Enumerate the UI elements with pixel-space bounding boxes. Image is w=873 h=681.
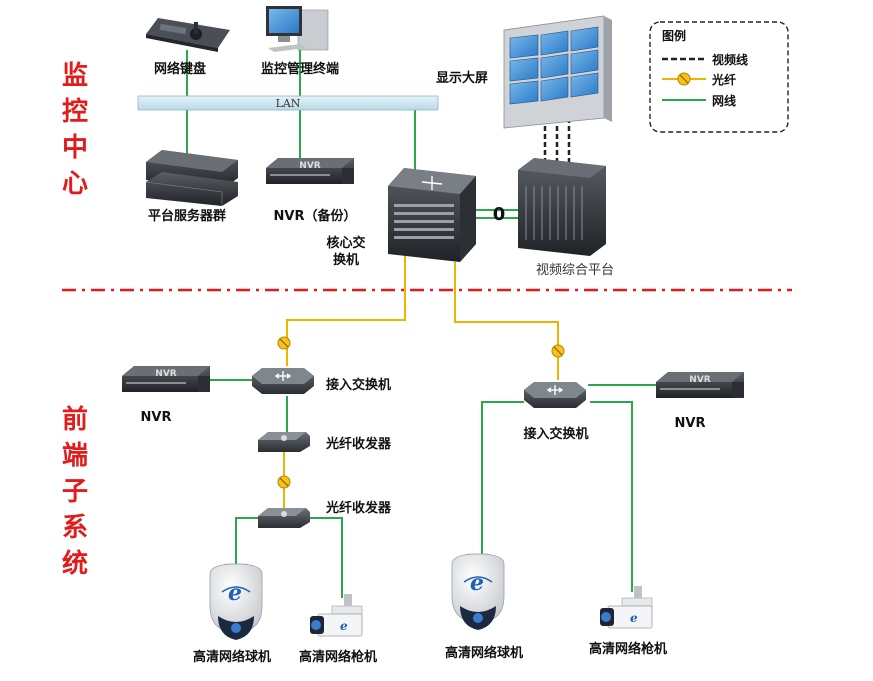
fiber-marker-icon [277, 475, 291, 489]
connections [186, 50, 658, 598]
device-label: 高清网络球机 [445, 645, 523, 661]
device-label: 高清网络枪机 [299, 649, 377, 665]
fiber-marker-icon [277, 336, 291, 350]
legend-label: 光纤 [711, 72, 736, 87]
transceiver-icon [258, 508, 310, 528]
dome-camera-icon [209, 563, 263, 641]
device-label: 显示大屏 [436, 70, 488, 86]
device-label: 高清网络枪机 [589, 641, 667, 657]
switch-icon [523, 381, 587, 409]
section-char: 系 [62, 513, 88, 543]
legend-label: 视频线 [712, 52, 748, 67]
legend-title: 图例 [662, 28, 686, 43]
device-label: 平台服务器群 [148, 208, 226, 224]
lan-label: LAN [276, 97, 301, 110]
left-bullet-camera: 高清网络枪机 [299, 593, 377, 665]
link-marker: 0 [493, 204, 506, 225]
section-char: 端 [62, 441, 88, 471]
fiber-transceiver-2: 光纤收发器 [258, 500, 392, 528]
nvr-badge: NVR [299, 161, 320, 171]
lan-bus: LAN [137, 95, 439, 111]
left-access-switch-device: 接入交换机 [251, 367, 391, 395]
bullet-camera-icon [309, 593, 363, 637]
device-label: NVR [141, 410, 172, 425]
fiber-transceiver-1: 光纤收发器 [258, 432, 392, 452]
section-title-frontend: 前 端 子 系 统 [62, 404, 88, 579]
right-dome-camera: 高清网络球机 [445, 553, 523, 661]
transceiver-icon [258, 432, 310, 452]
server-icon [145, 150, 238, 206]
device-label: 监控管理终端 [261, 61, 339, 77]
nvr-backup-device: NVR NVR（备份） [266, 158, 356, 224]
device-label: 光纤收发器 [325, 500, 392, 516]
device-label: 接入交换机 [523, 426, 588, 442]
right-bullet-camera: 高清网络枪机 [589, 585, 667, 657]
keyboard-icon [146, 18, 230, 52]
section-char: 子 [62, 477, 88, 507]
bullet-camera-icon [599, 585, 653, 629]
network-keyboard-device: 网络键盘 [146, 18, 230, 77]
section-char: 中 [62, 133, 88, 163]
platform-chassis-icon [518, 158, 606, 256]
computer-icon [266, 6, 329, 52]
device-label: 光纤收发器 [325, 436, 392, 452]
section-char: 前 [62, 404, 88, 435]
video-platform-device: 0 视频综合平台 [493, 158, 614, 278]
device-label: NVR [675, 416, 706, 431]
device-label: 高清网络球机 [193, 649, 271, 665]
switch-icon [251, 367, 315, 395]
left-dome-camera: 高清网络球机 [193, 563, 271, 665]
dome-camera-icon [451, 553, 505, 631]
legend-item-fiber: 光纤 [662, 72, 736, 87]
nvr-badge: NVR [689, 375, 710, 385]
section-char: 统 [62, 548, 88, 579]
core-switch-device: 核心交 换机 [326, 168, 476, 268]
section-title-monitor-center: 监 控 中 心 [62, 61, 88, 199]
legend-label: 网线 [712, 93, 736, 108]
device-label: 网络键盘 [154, 61, 206, 77]
legend-item-ethernet: 网线 [662, 93, 736, 108]
server-cluster-device: 平台服务器群 [145, 150, 238, 224]
section-char: 控 [62, 97, 88, 127]
legend: 图例 视频线 光纤 网线 [649, 21, 789, 133]
fiber-marker-icon [677, 72, 691, 86]
video-wall-icon [503, 15, 612, 129]
device-label: 核心交 [326, 235, 365, 251]
device-label: 视频综合平台 [536, 263, 614, 278]
fiber-marker-icon [551, 344, 565, 358]
section-char: 心 [62, 169, 88, 199]
left-nvr-device: NVR NVR [122, 366, 210, 425]
display-wall-device: 显示大屏 [436, 15, 612, 129]
right-access-switch-device: 接入交换机 [523, 381, 589, 442]
right-nvr-device: NVR NVR [656, 372, 744, 431]
core-switch-icon [388, 168, 476, 262]
device-label: 接入交换机 [326, 377, 391, 393]
device-label: NVR（备份） [274, 208, 357, 224]
legend-item-video: 视频线 [662, 52, 748, 67]
section-char: 监 [62, 61, 88, 91]
monitoring-terminal-device: 监控管理终端 [261, 6, 339, 77]
nvr-badge: NVR [155, 369, 176, 379]
device-label: 换机 [333, 252, 359, 268]
